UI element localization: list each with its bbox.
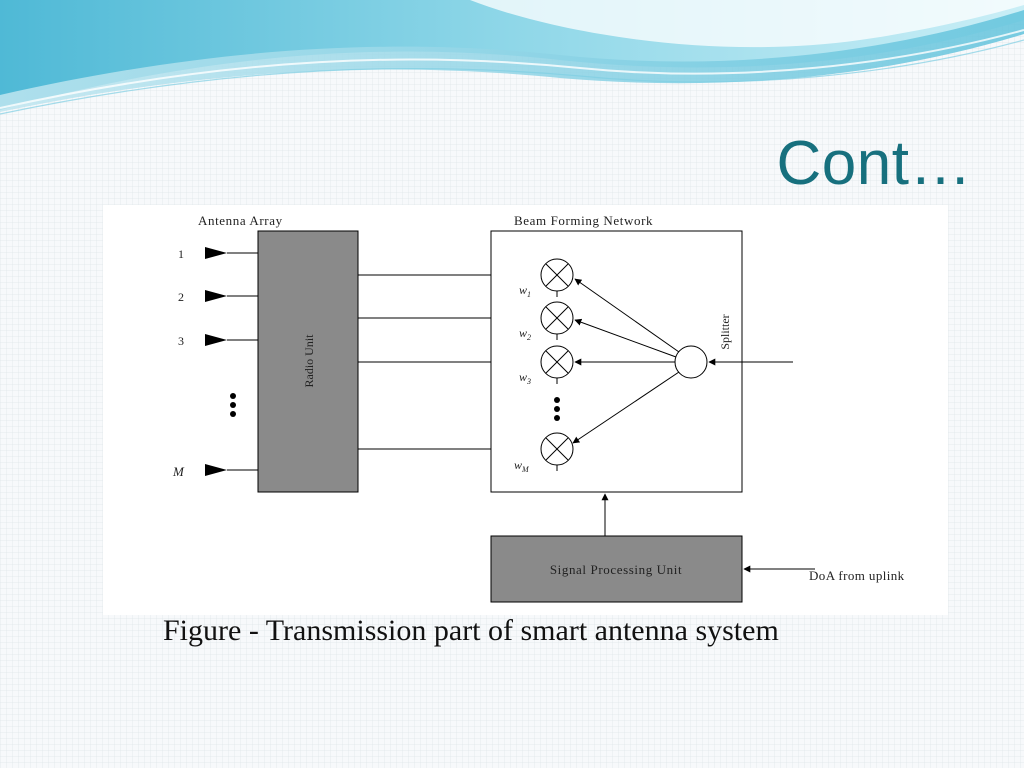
radio-unit-label: Radio Unit: [302, 334, 316, 388]
figure-caption: Figure - Transmission part of smart ante…: [163, 614, 779, 647]
antenna-arrow-icon: [205, 247, 227, 259]
splitter-to-weight-2: [574, 318, 677, 358]
weight-multiplier-2: w2: [519, 301, 574, 342]
header-wave-decoration: [0, 0, 1024, 115]
antenna-3: 3: [178, 334, 258, 348]
weight-multiplier-3: w3: [519, 345, 574, 386]
splitter-to-weight-1: [574, 278, 680, 353]
antenna-label: 2: [178, 290, 184, 304]
weight-label-2: w2: [519, 326, 531, 342]
smart-antenna-diagram: Antenna Array 1 2 3 M Radio Unit: [172, 213, 905, 603]
weight-label-m: wM: [514, 458, 530, 474]
signal-processing-unit-label: Signal Processing Unit: [550, 562, 682, 577]
doa-label: DoA from uplink: [809, 568, 905, 583]
antenna-m: M: [172, 464, 258, 479]
slide-title: Cont…: [776, 129, 972, 198]
signal-processing-unit-block: [490, 535, 743, 603]
weight-label-1: w1: [519, 283, 531, 299]
weight-multiplier-m: wM: [514, 432, 574, 474]
weight-label-3: w3: [519, 370, 531, 386]
beam-forming-network-label: Beam Forming Network: [514, 213, 653, 228]
weight-multiplier-1: w1: [519, 258, 574, 299]
antenna-label: M: [172, 464, 185, 479]
splitter-node: [674, 345, 708, 379]
antenna-2: 2: [178, 290, 258, 304]
antenna-label: 3: [178, 334, 184, 348]
weight-ellipsis: [554, 397, 560, 421]
antenna-ellipsis: [230, 393, 236, 417]
splitter-label: Splitter: [718, 314, 732, 349]
radio-unit-block: [257, 230, 359, 493]
antenna-arrow-icon: [205, 290, 227, 302]
antenna-array-label: Antenna Array: [198, 213, 283, 228]
antenna-1: 1: [178, 247, 258, 261]
antenna-label: 1: [178, 247, 184, 261]
splitter-to-weight-m: [572, 371, 680, 444]
antenna-arrow-icon: [205, 334, 227, 346]
antenna-arrow-icon: [205, 464, 227, 476]
figure-panel: Antenna Array 1 2 3 M Radio Unit: [103, 205, 948, 615]
